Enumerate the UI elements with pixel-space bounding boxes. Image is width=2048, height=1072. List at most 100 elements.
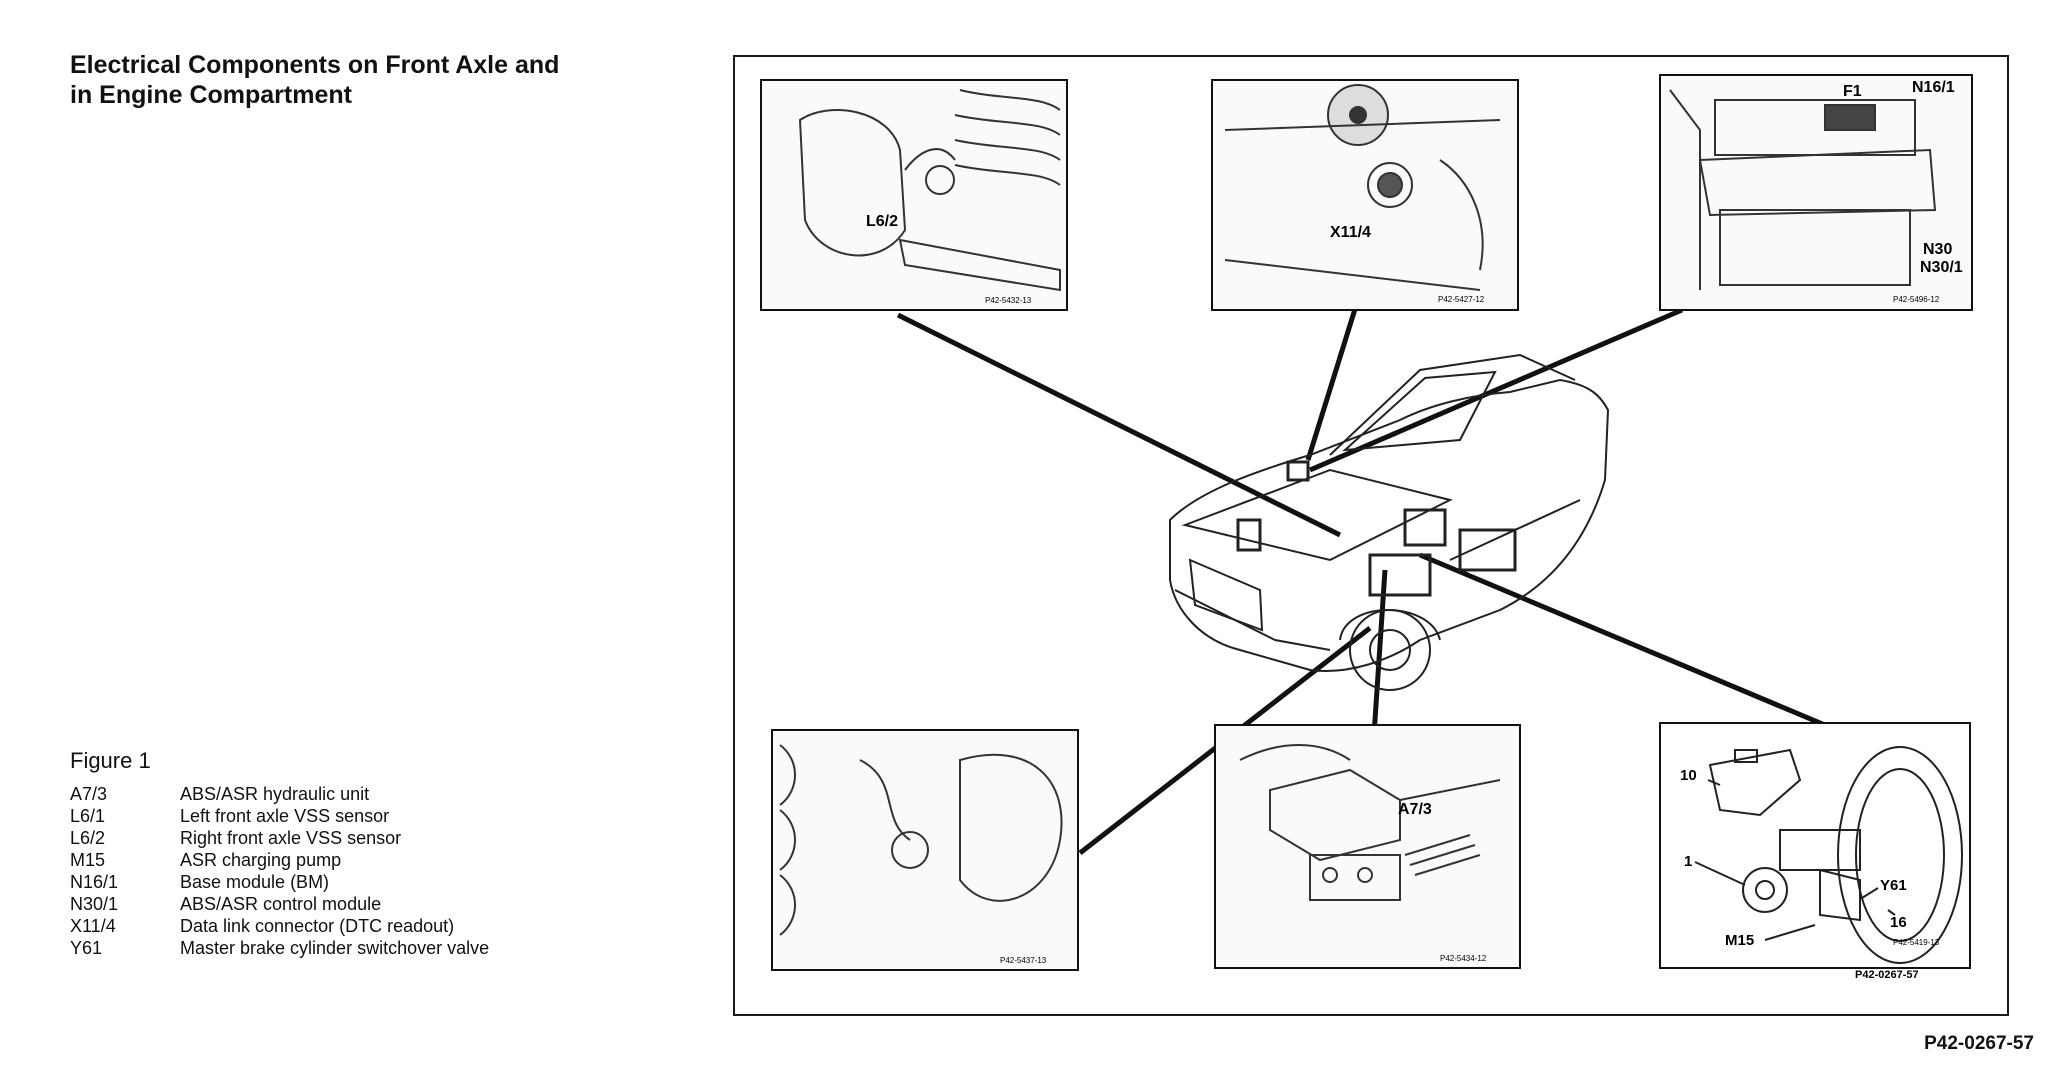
spring-coils	[779, 744, 796, 936]
connector-plug-b	[1357, 867, 1373, 883]
legend-description: ASR charging pump	[180, 850, 342, 870]
inset-photo-code: P42-5419-13	[1893, 938, 1940, 947]
callout-n301: N30/1	[1920, 259, 1963, 276]
relay-box	[1309, 854, 1401, 901]
cap-center	[1349, 106, 1367, 124]
leader-16	[1887, 909, 1896, 916]
legend-description: Left front axle VSS sensor	[180, 806, 390, 826]
leader-line-x114	[1305, 292, 1363, 461]
inset-photo-data-link-connector: X11/4 P42-5427-12	[1211, 79, 1519, 311]
inset-frame	[771, 729, 1079, 971]
diagram-frame	[733, 55, 2009, 1016]
car-dlc-component	[1286, 460, 1310, 482]
inset-photo-code: P42-5434-12	[1440, 954, 1487, 963]
inset-photo-code: P42-5496-12	[1893, 295, 1940, 304]
legend-description: ABS/ASR hydraulic unit	[180, 784, 370, 804]
legend-code: M15	[70, 850, 106, 870]
firewall-edge	[1224, 119, 1501, 291]
pipe-lines	[1239, 744, 1501, 801]
mount-bracket	[1698, 148, 1937, 217]
car-front-wheel	[1349, 609, 1431, 691]
body-panel	[1669, 89, 1701, 290]
figure-label: Figure 1	[70, 748, 151, 773]
callout-m15: M15	[1725, 932, 1754, 949]
legend-item: N30/1 ABS/ASR control module	[70, 893, 489, 915]
hydraulic-unit-block	[1269, 768, 1401, 862]
inset-photo-code: P42-5437-13	[1000, 956, 1047, 965]
striped-panel	[1404, 834, 1481, 876]
control-module-box	[1719, 209, 1911, 286]
legend-item: L6/2 Right front axle VSS sensor	[70, 827, 489, 849]
inset-photo-master-brake-cylinder: 10 1 Y61 16 M15 P42-5419-13 P42-0267-57	[1659, 722, 1971, 981]
pump-center	[1755, 880, 1775, 900]
callout-y61: Y61	[1880, 877, 1907, 894]
switchover-valve	[1819, 868, 1861, 922]
title-line-2: in Engine Compartment	[70, 81, 352, 109]
inset-photo-code: P42-5427-12	[1438, 295, 1485, 304]
inset-photo-control-modules: F1 N16/1 N30 N30/1 P42-5496-12	[1659, 74, 1973, 311]
fuse-block	[1824, 104, 1876, 131]
callout-f1: F1	[1843, 83, 1862, 100]
callout-n161: N16/1	[1912, 79, 1955, 96]
fluid-reservoir	[1708, 748, 1802, 817]
car-hydraulic-unit-box	[1368, 553, 1432, 597]
callout-a73: A7/3	[1398, 801, 1432, 818]
sensor-hub	[925, 165, 955, 195]
leader-m15	[1764, 924, 1816, 941]
car-booster-box	[1403, 508, 1447, 547]
car-grille	[1188, 558, 1264, 632]
leader-1	[1694, 861, 1746, 886]
leader-line-n161	[1309, 307, 1683, 473]
control-arm	[898, 238, 1061, 292]
car-wheel-arch	[1339, 609, 1441, 641]
callout-l62: L6/2	[866, 213, 898, 230]
legend-code: N16/1	[70, 872, 119, 892]
caliper-shape	[798, 109, 907, 257]
inset-photo-left-front-axle: P42-5437-13	[771, 729, 1079, 971]
inset-photo-code: P42-5432-13	[985, 296, 1032, 305]
sensor-cable	[859, 759, 911, 841]
car-roof-line	[1329, 353, 1576, 456]
legend-description: Right front axle VSS sensor	[180, 828, 402, 848]
legend-description: Master brake cylinder switchover valve	[180, 938, 490, 958]
inset-frame	[1214, 724, 1521, 969]
sensor-hub	[891, 831, 929, 869]
legend-code: N30/1	[70, 894, 119, 914]
car-windshield	[1342, 370, 1497, 452]
legend-description: Data link connector (DTC readout)	[180, 916, 455, 936]
engine-cover	[1439, 159, 1484, 271]
leader-y61	[1861, 887, 1879, 899]
inset-frame	[1659, 74, 1973, 311]
callout-x114: X11/4	[1330, 224, 1371, 241]
inset-photo-code-large: P42-0267-57	[1855, 969, 1919, 981]
car-headlight-component	[1236, 518, 1262, 552]
legend-item: M15 ASR charging pump	[70, 849, 489, 871]
inset-photo-hydraulic-unit: A7/3 P42-5434-12	[1214, 724, 1521, 969]
car-front-wheel-hub	[1369, 629, 1411, 671]
inset-frame	[1659, 722, 1971, 969]
legend-item: Y61 Master brake cylinder switchover valv…	[70, 937, 489, 959]
connector-plug-a	[1322, 867, 1338, 883]
dlc-connector-face	[1377, 172, 1403, 198]
inset-frame	[760, 79, 1068, 311]
legend-code: L6/2	[70, 828, 106, 848]
title-line-1: Electrical Components on Front Axle and	[70, 51, 560, 79]
callout-16: 16	[1890, 914, 1907, 931]
callout-n30: N30	[1923, 241, 1952, 258]
legend-code: Y61	[70, 938, 103, 958]
car-body-outline	[1169, 378, 1610, 672]
caliper-shape	[959, 753, 1063, 902]
legend-description: ABS/ASR control module	[180, 894, 382, 914]
inset-photo-right-front-axle: L6/2 P42-5432-13	[760, 79, 1068, 311]
car-bumper	[1174, 589, 1331, 651]
diagram-title: Electrical Components on Front Axle and …	[70, 50, 670, 110]
car-illustration	[1169, 353, 1610, 691]
figure-code: P42-0267-57	[1924, 1033, 2034, 1054]
charging-pump	[1742, 867, 1788, 913]
leader-line-l62	[896, 312, 1342, 538]
